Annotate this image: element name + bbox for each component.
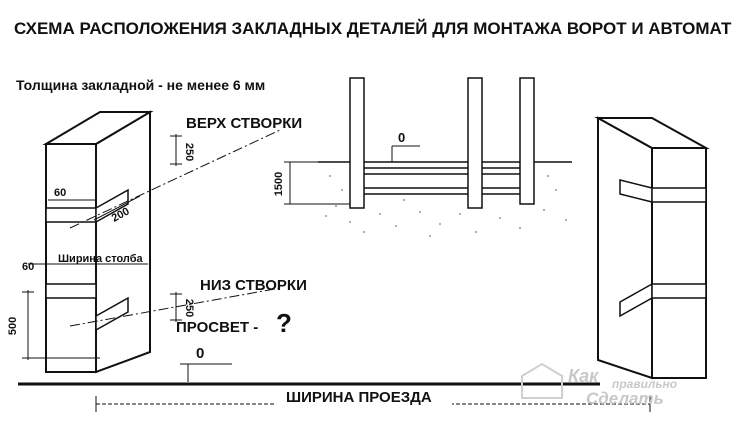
- dim-250-top-label: 250: [183, 143, 195, 161]
- left-post-side: [95, 110, 151, 374]
- left-upper-plate-side: [95, 188, 129, 224]
- detail-post-middle: [467, 77, 483, 209]
- watermark-line3: Сделать: [586, 389, 664, 408]
- dim-60-top-label: 60: [54, 187, 66, 199]
- passage-width-label: ШИРИНА ПРОЕЗДА: [286, 389, 432, 406]
- left-lower-plate: [45, 283, 129, 332]
- right-post-side: [597, 116, 653, 380]
- dim-60-mid-label: 60: [22, 261, 34, 273]
- dim-250-bottom: [170, 292, 182, 322]
- diagram-title: СХЕМА РАСПОЛОЖЕНИЯ ЗАКЛАДНЫХ ДЕТАЛЕЙ ДЛЯ…: [14, 19, 732, 38]
- dim-1500-label: 1500: [273, 172, 285, 196]
- right-post-front: [651, 147, 707, 379]
- right-post: [594, 116, 710, 380]
- left-lower-plate-front: [45, 283, 97, 299]
- dim-250-top: [170, 134, 182, 166]
- left-upper-plate: [45, 188, 129, 224]
- question-mark: ?: [276, 308, 292, 338]
- thickness-note: Толщина закладной - не менее 6 мм: [16, 77, 265, 93]
- top-leaf-label: ВЕРХ СТВОРКИ: [186, 115, 302, 132]
- post-width-label: Ширина столба: [58, 253, 144, 265]
- bottom-leaf-label: НИЗ СТВОРКИ: [200, 277, 307, 294]
- detail-post-right: [519, 77, 535, 205]
- zero-ground-label: 0: [196, 345, 204, 362]
- dim-500: [22, 290, 100, 360]
- right-upper-plate: [619, 179, 707, 203]
- watermark-logo: Как правильно Сделать: [521, 362, 677, 408]
- watermark-line1: Как: [568, 366, 599, 386]
- right-lower-plate: [619, 282, 707, 318]
- dim-200: [93, 195, 141, 221]
- passage-width-bg: [276, 386, 452, 406]
- top-leaf-axis: [69, 129, 281, 229]
- dim-250-bottom-label: 250: [183, 299, 195, 317]
- foundation-detail: 0 1500: [273, 77, 572, 237]
- detail-post-left: [349, 77, 365, 209]
- dim-1500: [284, 161, 350, 205]
- soil-texture: [325, 175, 567, 237]
- right-post-top: [594, 117, 710, 149]
- left-post: [42, 110, 154, 374]
- dim-500-label: 500: [7, 317, 19, 335]
- left-post-top: [42, 111, 154, 145]
- left-lower-plate-side: [95, 296, 129, 332]
- zero-detail-label: 0: [398, 130, 405, 145]
- clearance-label: ПРОСВЕТ -: [176, 319, 258, 336]
- house-icon: [521, 362, 563, 399]
- watermark-line2: правильно: [612, 377, 677, 391]
